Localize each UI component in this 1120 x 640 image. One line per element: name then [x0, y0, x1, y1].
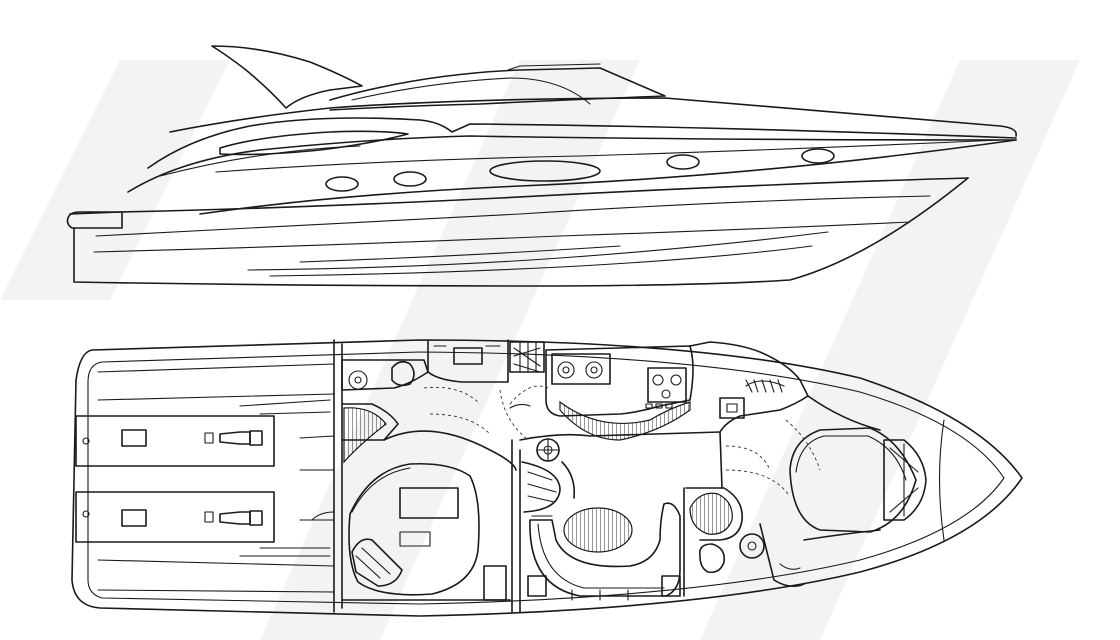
aft-locker	[453, 347, 483, 365]
engine-port	[219, 431, 251, 445]
deck-plan-view	[71, 339, 1023, 617]
fwd-toilet	[698, 543, 726, 574]
aft-cabin-tv	[399, 487, 459, 519]
radar-arch	[211, 45, 363, 109]
engine-hatch-port	[75, 415, 275, 467]
galley-sink-1	[557, 361, 575, 379]
fwd-washbasin	[739, 533, 765, 559]
swim-platform	[66, 211, 123, 229]
galley-counter	[545, 345, 694, 417]
v-berth-headrest	[883, 439, 927, 521]
aft-cabin-armchair	[351, 538, 403, 587]
engine-starboard	[219, 511, 251, 525]
helm-instrument	[719, 397, 745, 419]
saloon-seat-round	[689, 492, 733, 535]
v-berth	[789, 427, 917, 533]
hull-outline	[73, 177, 969, 287]
engine-hatch-starboard	[75, 491, 275, 543]
aft-cabin-console	[343, 407, 387, 464]
galley-hob	[647, 367, 687, 403]
galley-grille	[509, 341, 545, 373]
side-profile-view	[66, 45, 1017, 287]
porthole-2	[393, 171, 427, 187]
companionway-steps	[521, 461, 561, 513]
spray-rail-1	[247, 231, 829, 271]
aft-cabin-bed	[348, 462, 480, 596]
porthole-3	[666, 154, 700, 170]
galley-sink-2	[585, 361, 603, 379]
spray-rail-2	[269, 245, 813, 277]
deck-sheer-line	[169, 97, 1017, 137]
toilet-aft	[391, 360, 415, 387]
deck-window	[219, 130, 409, 156]
porthole-1	[325, 176, 359, 192]
washbasin-aft	[348, 370, 368, 390]
porthole-long	[489, 160, 601, 182]
porthole-4	[801, 148, 835, 164]
dinette-table	[563, 507, 633, 553]
background-watermark	[0, 60, 1080, 640]
dinette-sofa	[529, 502, 681, 597]
plan-hull-outline	[71, 339, 1023, 617]
